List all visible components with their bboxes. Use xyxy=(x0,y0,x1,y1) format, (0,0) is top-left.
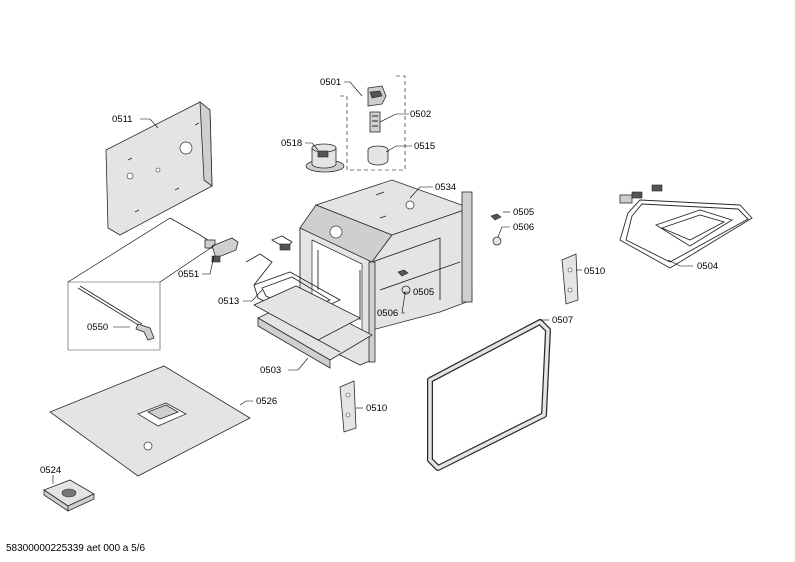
label-0506-upper: 0506 xyxy=(513,222,534,233)
part-0506-lower xyxy=(401,285,411,295)
label-0511: 0511 xyxy=(112,114,132,125)
part-0501-lamp-holder xyxy=(367,85,387,107)
label-0505-upper: 0505 xyxy=(513,207,534,218)
leader-lines xyxy=(52,81,693,484)
label-0507: 0507 xyxy=(552,315,573,326)
label-0524: 0524 xyxy=(40,465,61,476)
label-0501: 0501 xyxy=(320,77,341,88)
part-0505-lower xyxy=(397,269,409,277)
label-0551: 0551 xyxy=(178,269,199,280)
document-id-footer: 58300000225339 aet 000 a 5/6 xyxy=(6,543,146,554)
label-0504: 0504 xyxy=(697,261,718,272)
part-0506-upper xyxy=(492,236,502,246)
part-0510-hinge-right xyxy=(561,253,579,305)
part-0505-upper xyxy=(490,213,502,221)
part-0502-lamp-socket xyxy=(369,111,381,133)
label-0515: 0515 xyxy=(414,141,435,152)
part-0550-detail-inset xyxy=(67,217,216,351)
label-0510-lower: 0510 xyxy=(366,403,387,414)
label-0510-right: 0510 xyxy=(584,266,605,277)
label-0534: 0534 xyxy=(435,182,456,193)
part-0511-back-panel xyxy=(105,101,213,236)
label-0506-lower: 0506 xyxy=(377,308,398,319)
label-0502: 0502 xyxy=(410,109,431,120)
part-0524-pad xyxy=(43,479,95,512)
label-0518: 0518 xyxy=(281,138,302,149)
part-0503-insulation xyxy=(253,285,373,369)
label-0550: 0550 xyxy=(87,322,108,333)
label-0505-lower: 0505 xyxy=(413,287,434,298)
part-0504-grill-heater xyxy=(619,184,753,269)
part-0551-sensor xyxy=(169,217,239,263)
label-0513: 0513 xyxy=(218,296,239,307)
lamp-group-bracket xyxy=(340,75,406,171)
label-0503: 0503 xyxy=(260,365,281,376)
label-0526: 0526 xyxy=(256,396,277,407)
part-0526-insulation-mat xyxy=(49,365,251,477)
part-0515-lamp-cover xyxy=(367,145,389,166)
part-0510-hinge-lower xyxy=(339,380,357,433)
part-0507-door-seal xyxy=(427,319,551,471)
part-0518-fan-motor xyxy=(305,143,345,173)
part-labels: 0501 0502 0511 0518 0515 0534 0505 0506 … xyxy=(40,77,718,476)
